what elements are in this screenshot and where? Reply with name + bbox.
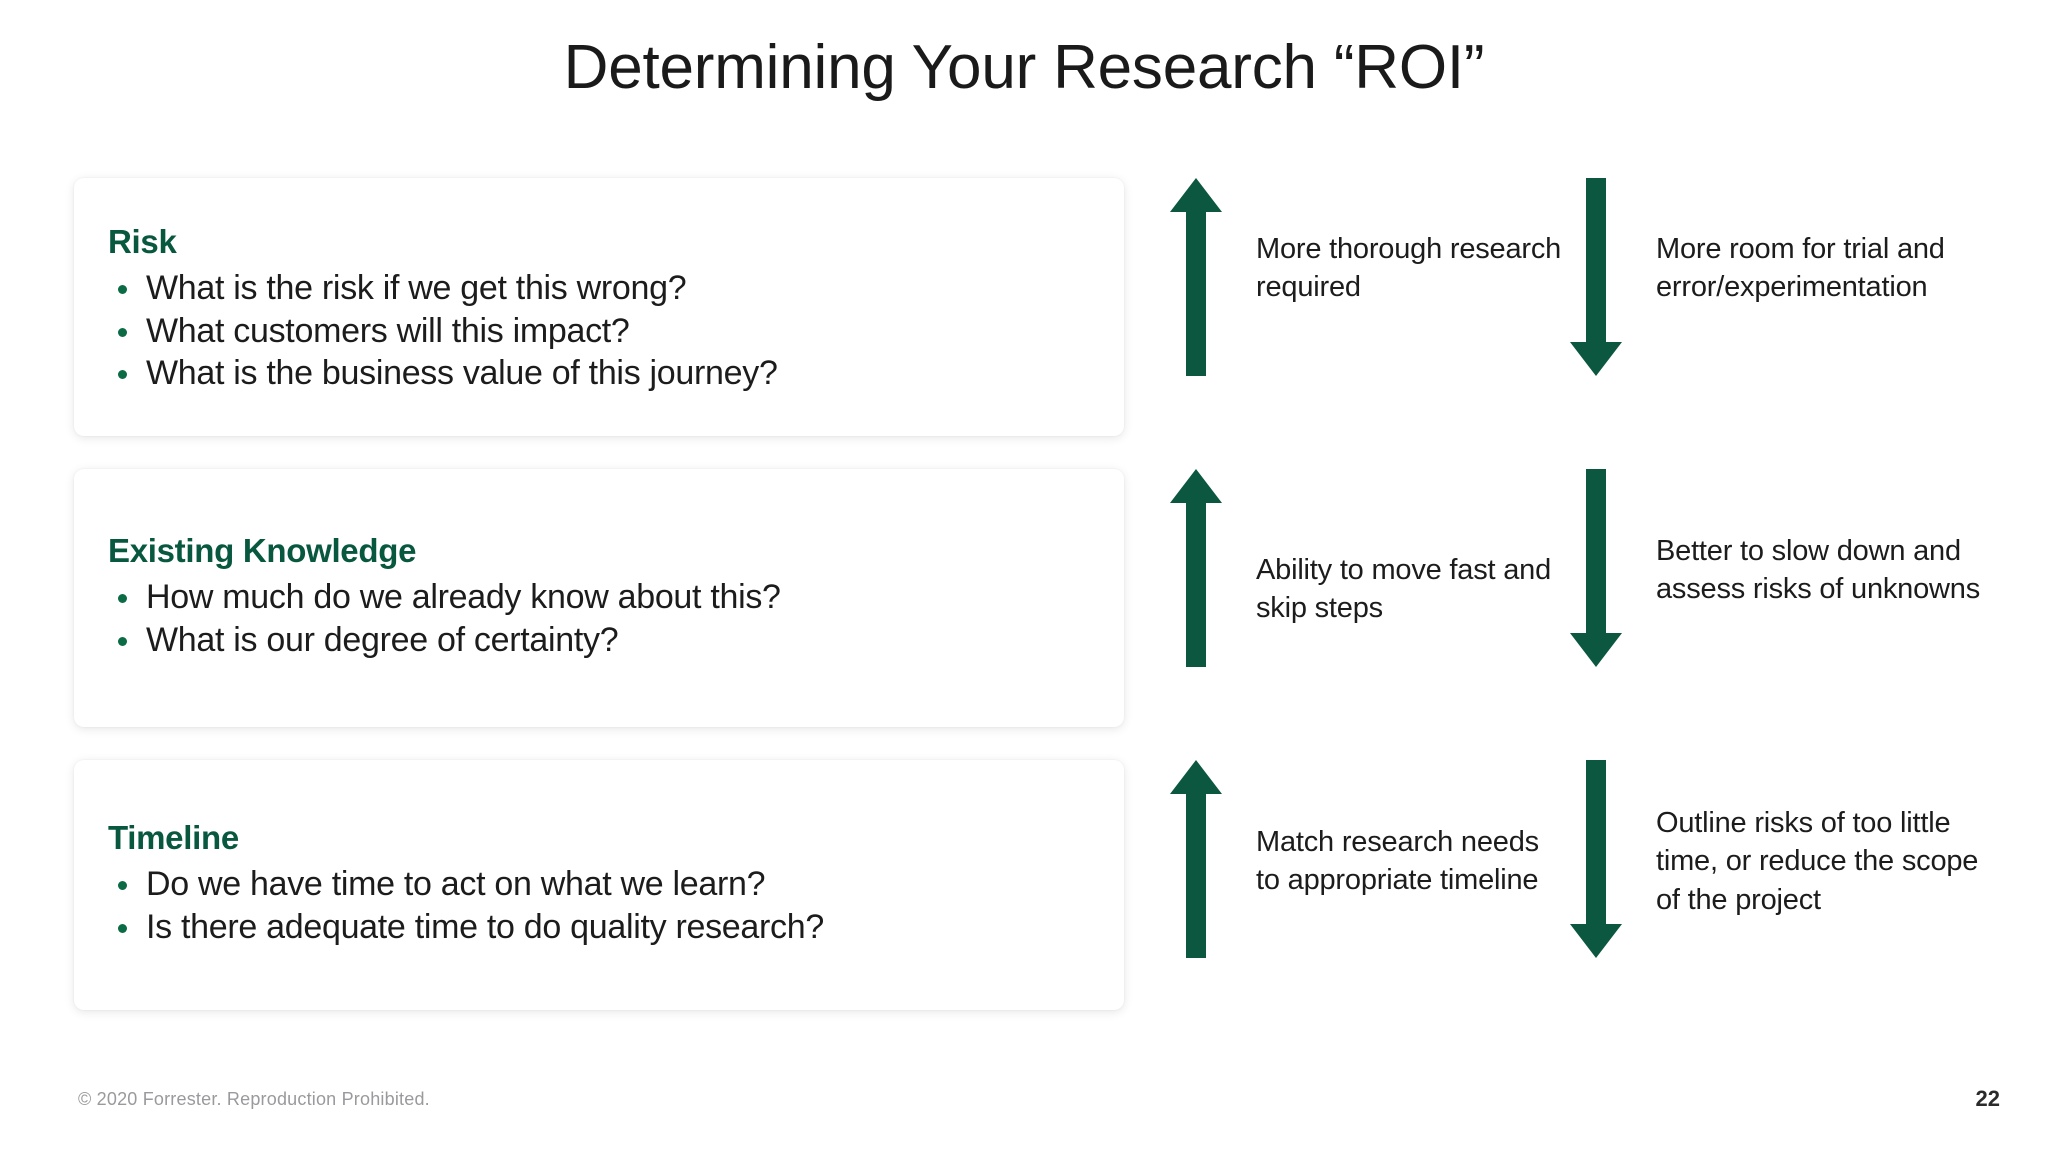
- arrow-label: Ability to move fast and skip steps: [1256, 554, 1552, 625]
- card-heading: Timeline: [108, 819, 239, 856]
- list-item: Is there adequate time to do quality res…: [108, 906, 1084, 949]
- arrow-group-up: More thorough research required: [1170, 178, 1570, 376]
- list-item: What is our degree of certainty?: [108, 619, 1084, 662]
- arrow-label: Better to slow down and assess risks of …: [1656, 535, 1980, 606]
- list-item: Do we have time to act on what we learn?: [108, 863, 1084, 906]
- up-arrow-icon: [1170, 469, 1222, 667]
- arrow-label: Match research needs to appropriate time…: [1256, 826, 1539, 897]
- list-item: What customers will this impact?: [108, 310, 1084, 353]
- arrow-label: Outline risks of too little time, or red…: [1656, 807, 1979, 916]
- footer-copyright: © 2020 Forrester. Reproduction Prohibite…: [78, 1089, 430, 1109]
- arrow-group-up: Match research needs to appropriate time…: [1170, 760, 1570, 958]
- page-number: 22: [1975, 1086, 2000, 1111]
- arrow-row-risk: More thorough research required More roo…: [1170, 178, 2048, 469]
- up-arrow-icon: [1170, 760, 1222, 958]
- up-arrow-icon: [1170, 178, 1222, 376]
- card-heading: Risk: [108, 223, 177, 261]
- card-risk[interactable]: Risk What is the risk if we get this wro…: [74, 178, 1124, 436]
- bullet-list: What is the risk if we get this wrong? W…: [108, 267, 1084, 395]
- list-item: How much do we already know about this?: [108, 576, 1084, 619]
- arrow-group-up: Ability to move fast and skip steps: [1170, 469, 1570, 667]
- arrow-group-down: Better to slow down and assess risks of …: [1570, 469, 2000, 667]
- arrow-row-existing-knowledge: Ability to move fast and skip steps Bett…: [1170, 469, 2048, 760]
- down-arrow-icon: [1570, 469, 1622, 667]
- list-item: What is the business value of this journ…: [108, 352, 1084, 395]
- card-existing-knowledge[interactable]: Existing Knowledge How much do we alread…: [74, 469, 1124, 727]
- arrow-group-down: More room for trial and error/experiment…: [1570, 178, 2000, 376]
- bullet-list: How much do we already know about this? …: [108, 576, 1084, 661]
- bullet-list: Do we have time to act on what we learn?…: [108, 863, 1084, 948]
- cards-column: Risk What is the risk if we get this wro…: [74, 178, 1124, 1043]
- arrow-group-down: Outline risks of too little time, or red…: [1570, 760, 2000, 958]
- card-timeline[interactable]: Timeline Do we have time to act on what …: [74, 760, 1124, 1010]
- card-heading: Existing Knowledge: [108, 532, 417, 569]
- arrow-row-timeline: Match research needs to appropriate time…: [1170, 760, 2048, 1051]
- arrows-column: More thorough research required More roo…: [1170, 178, 2048, 1051]
- down-arrow-icon: [1570, 760, 1622, 958]
- down-arrow-icon: [1570, 178, 1622, 376]
- arrow-label: More thorough research required: [1256, 233, 1562, 304]
- list-item: What is the risk if we get this wrong?: [108, 267, 1084, 310]
- arrow-label: More room for trial and error/experiment…: [1656, 233, 1945, 304]
- page-title: Determining Your Research “ROI”: [563, 33, 1485, 102]
